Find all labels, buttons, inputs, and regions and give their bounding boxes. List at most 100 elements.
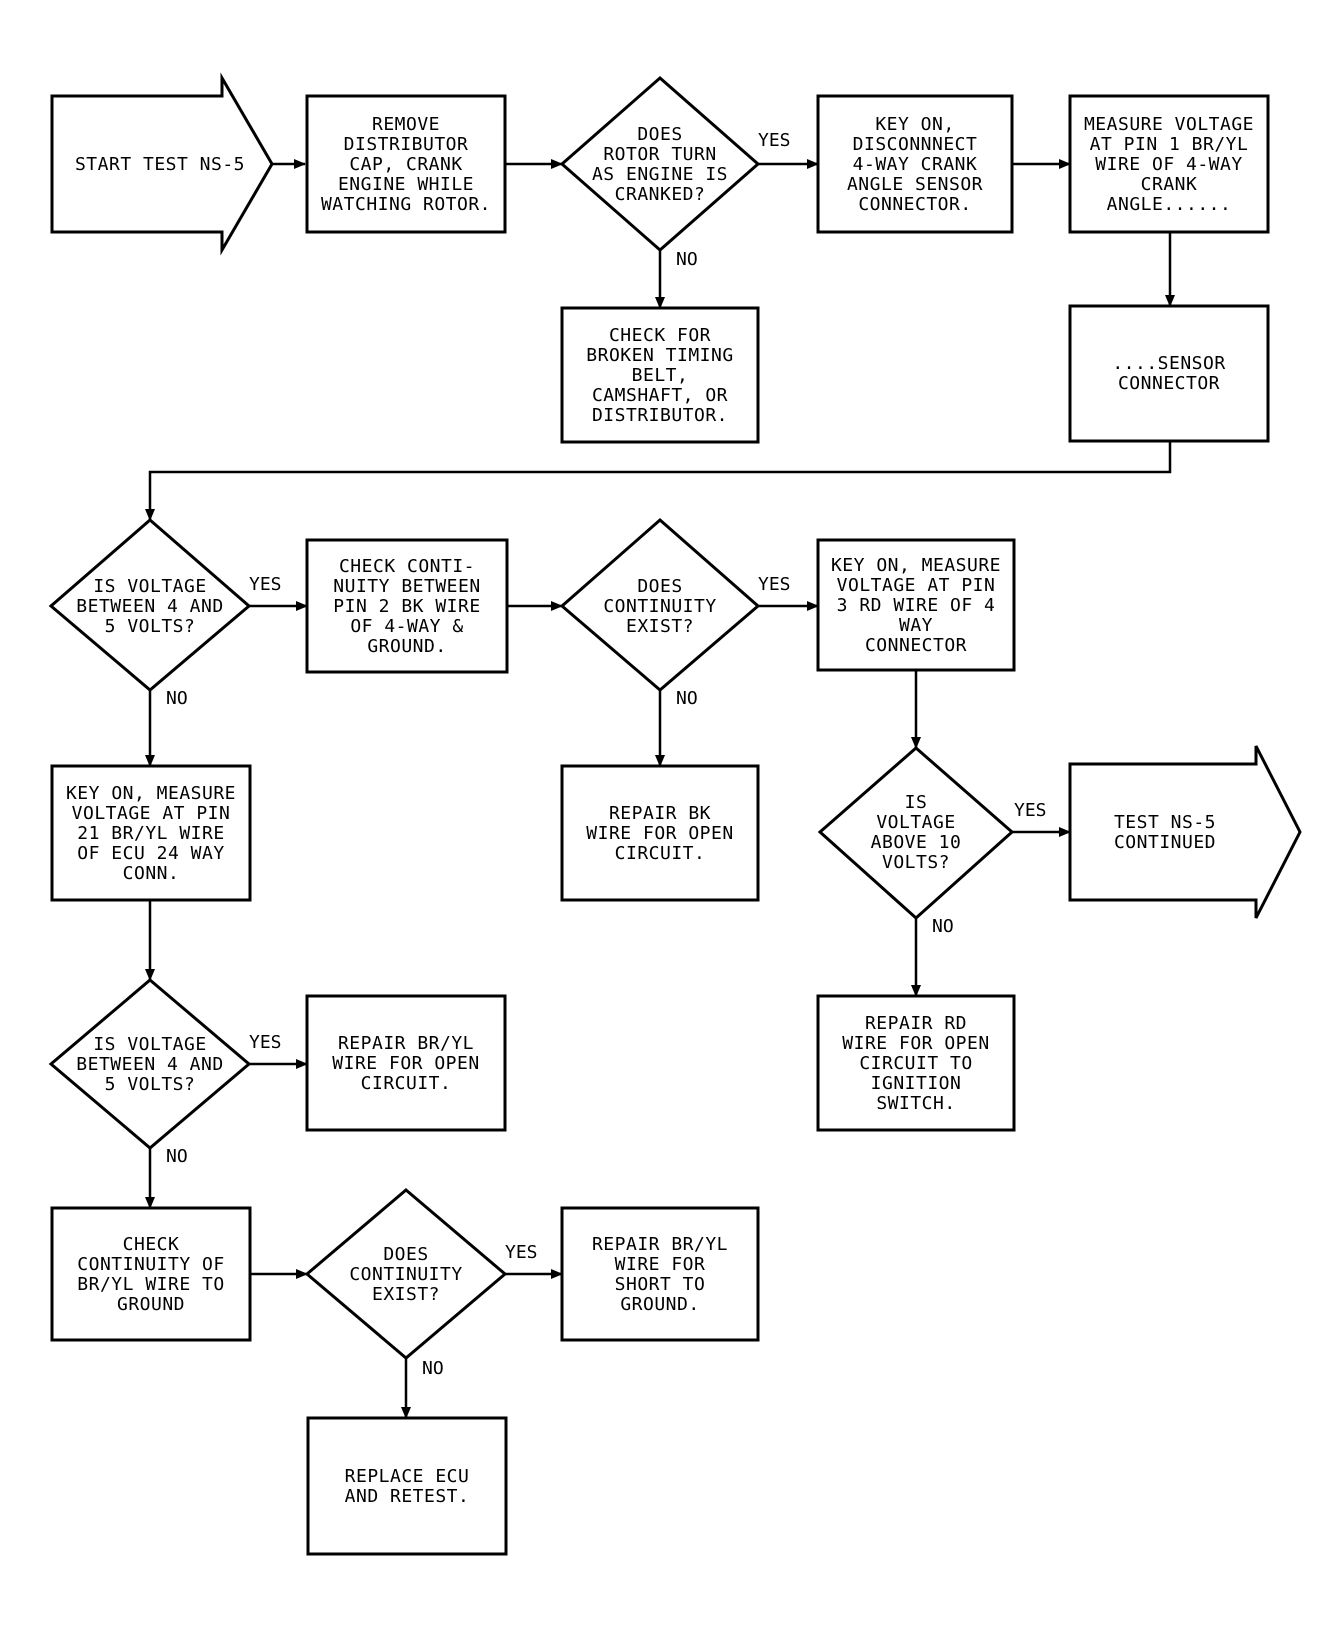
node-text-line: REPAIR RD <box>865 1013 967 1034</box>
node-text-line: IGNITION <box>871 1073 962 1094</box>
node-text-line: VOLTAGE AT PIN <box>72 803 231 824</box>
node-start: START TEST NS-5 <box>50 72 274 256</box>
node-text-line: GROUND <box>117 1294 185 1315</box>
node-text-line: OF ECU 24 WAY <box>77 843 224 864</box>
node-text-line: DISTRIBUTOR. <box>592 405 728 426</box>
node-text-line: GROUND. <box>367 636 446 657</box>
node-text-line: CIRCUIT TO <box>859 1053 972 1074</box>
node-text-line: WATCHING ROTOR. <box>321 194 491 215</box>
label-cont-b-no: NO <box>422 1358 444 1379</box>
node-text-line: WIRE FOR <box>615 1254 706 1275</box>
node-text-line: CRANKED? <box>615 184 706 205</box>
node-text-line: WIRE OF 4-WAY <box>1095 154 1242 175</box>
node-text-line: 21 BR/YL WIRE <box>77 823 224 844</box>
node-text-line: 5 VOLTS? <box>105 1074 196 1095</box>
label-volt-b-yes: YES <box>249 1032 282 1053</box>
node-text-line: SWITCH. <box>876 1093 955 1114</box>
node-text-line: IS VOLTAGE <box>93 576 206 597</box>
node-text-line: REPAIR BR/YL <box>338 1033 474 1054</box>
edge-sensor-to-voltage-a <box>145 441 1172 521</box>
node-text-line: CHECK <box>123 1234 180 1255</box>
node-text-line: OF 4-WAY & <box>350 616 463 637</box>
node-text-line: KEY ON, MEASURE <box>831 555 1001 576</box>
node-text-line: CONNECTOR. <box>858 194 971 215</box>
node-text-line: ANGLE...... <box>1107 194 1232 215</box>
node-text-line: CONNECTOR <box>1118 373 1220 394</box>
node-text-line: CONNECTOR <box>865 635 967 656</box>
node-text-line: BELT, <box>632 365 689 386</box>
node-text-line: CHECK CONTI- <box>339 556 475 577</box>
node-text-line: CAP, CRANK <box>349 154 462 175</box>
node-text-line: DOES <box>637 124 682 145</box>
label-rotor-no: NO <box>676 249 698 270</box>
node-text-line: REMOVE <box>372 114 440 135</box>
label-above10-yes: YES <box>1014 800 1047 821</box>
node-text-line: WIRE FOR OPEN <box>586 823 733 844</box>
node-text-line: GROUND. <box>620 1294 699 1315</box>
node-text-line: CONTINUITY <box>349 1264 462 1285</box>
node-text-line: REPLACE ECU <box>345 1466 470 1487</box>
label-above10-no: NO <box>932 916 954 937</box>
node-text-line: BETWEEN 4 AND <box>76 1054 223 1075</box>
edge-labels: YES NO YES NO YES NO YES NO YES NO YES N… <box>166 130 1047 1379</box>
node-text-line: NUITY BETWEEN <box>333 576 480 597</box>
node-text-line: IS <box>905 792 928 813</box>
node-text-line: BROKEN TIMING <box>586 345 733 366</box>
label-rotor-yes: YES <box>758 130 791 151</box>
node-text-line: START TEST NS-5 <box>75 154 245 175</box>
node-text-line: ENGINE WHILE <box>338 174 474 195</box>
node-text-line: CIRCUIT. <box>361 1073 452 1094</box>
node-text-line: ANGLE SENSOR <box>847 174 983 195</box>
node-text-line: DISTRIBUTOR <box>344 134 469 155</box>
node-text-line: ....SENSOR <box>1112 353 1225 374</box>
node-text-line: DOES <box>383 1244 428 1265</box>
node-text-line: DISCONNNECT <box>853 134 978 155</box>
node-text-line: BR/YL WIRE TO <box>77 1274 224 1295</box>
node-text-line: CONTINUITY OF <box>77 1254 224 1275</box>
label-cont-b-yes: YES <box>505 1242 538 1263</box>
node-text-line: 4-WAY CRANK <box>853 154 978 175</box>
node-text-line: ROTOR TURN <box>603 144 716 165</box>
node-text-line: WIRE FOR OPEN <box>842 1033 989 1054</box>
label-cont-a-no: NO <box>676 688 698 709</box>
node-text-line: CIRCUIT. <box>615 843 706 864</box>
node-text-line: KEY ON, MEASURE <box>66 783 236 804</box>
node-text-line: AS ENGINE IS <box>592 164 728 185</box>
node-text-line: WIRE FOR OPEN <box>332 1053 479 1074</box>
label-volt-a-no: NO <box>166 688 188 709</box>
node-text-line: TEST NS-5 <box>1114 812 1216 833</box>
node-text-line: CONTINUITY <box>603 596 716 617</box>
